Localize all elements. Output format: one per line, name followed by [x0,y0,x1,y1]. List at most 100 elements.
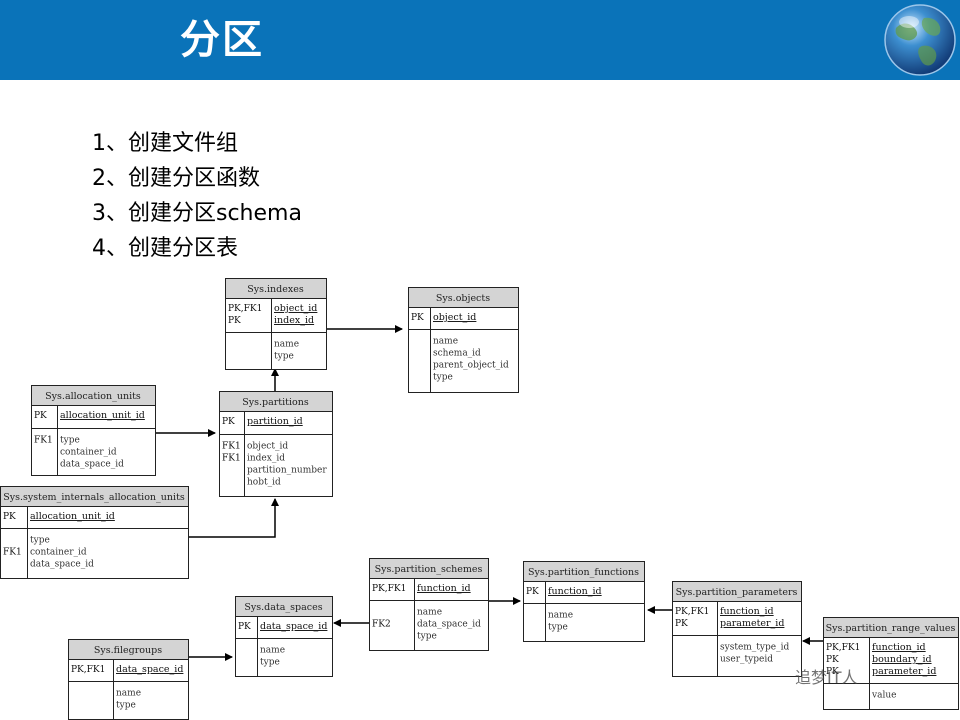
field-column: partition_number [247,466,327,476]
field-column: data_space_id [417,620,481,630]
sys-partition-parameters-table: Sys.partition_parametersPK,FK1PKfunction… [672,581,802,677]
tables-layer: Sys.indexesPK,FK1PKobject_idindex_idname… [0,278,959,720]
table-title-bar [823,617,959,638]
page-title: 分区 [180,17,264,63]
field-column: type [30,536,50,546]
key-label: PK [675,619,688,629]
fk-label: FK2 [372,620,391,630]
key-column: function_id [720,606,774,617]
key-column: function_id [872,642,926,653]
table-title: Sys.partition_parameters [676,587,798,598]
field-column: name [274,340,299,350]
table-title: Sys.partitions [242,397,309,408]
step-item: 1、创建文件组 [92,131,238,156]
watermark: 追梦IT人 [795,668,858,687]
field-column: data_space_id [30,560,94,570]
key-label: PK,FK1 [372,584,406,594]
table-title-bar [523,561,645,582]
field-column: name [548,611,573,621]
field-column: container_id [30,548,87,558]
table-title: Sys.system_internals_allocation_units [3,492,185,503]
field-column: type [417,632,437,642]
table-title-bar [672,581,802,602]
field-column: name [260,646,285,656]
table-title: Sys.partition_functions [528,567,639,578]
table-title: Sys.partition_range_values [826,623,956,634]
key-column: allocation_unit_id [60,410,145,421]
field-column: system_type_id [720,643,789,653]
field-column: data_space_id [60,460,124,470]
field-column: hobt_id [247,478,281,488]
table-title: Sys.data_spaces [244,602,322,613]
key-label: PK [826,667,839,677]
key-label: PK [228,316,241,326]
table-title: Sys.allocation_units [45,391,141,402]
fk-label: FK1 [3,548,22,558]
rel-internals-partitions [188,498,279,538]
key-column: data_space_id [260,621,327,632]
table-title: Sys.filegroups [94,645,162,656]
field-column: type [260,658,280,668]
field-column: name [417,608,442,618]
field-column: type [433,373,453,383]
field-column: schema_id [433,349,481,359]
field-column: type [60,436,80,446]
key-label: PK,FK1 [228,304,262,314]
key-column: boundary_id [872,654,932,665]
step-item: 3、创建分区schema [92,201,302,226]
key-label: PK [411,313,424,323]
fk-label: FK1 [222,442,241,452]
field-column: name [433,337,458,347]
globe-icon [884,4,956,76]
table-title-bar [68,639,189,660]
header-bar: 分区 [0,0,960,80]
key-column: object_id [274,303,317,314]
step-item: 4、创建分区表 [92,236,238,261]
step-item: 2、创建分区函数 [92,166,260,191]
key-label: PK [238,622,251,632]
field-column: value [871,691,896,701]
key-column: allocation_unit_id [30,511,115,522]
steps-list: 1、创建文件组 2、创建分区函数 3、创建分区schema 4、创建分区表 [92,126,302,266]
field-column: type [548,623,568,633]
field-column: name [116,689,141,699]
field-column: parent_object_id [433,361,509,371]
fk-label: FK1 [222,454,241,464]
table-title-bar [0,486,189,507]
key-column: parameter_id [872,666,936,677]
key-label: PK [526,587,539,597]
field-column: container_id [60,448,117,458]
field-column: type [274,352,294,362]
table-title-bar [219,391,333,412]
table-title: Sys.partition_schemes [375,564,483,575]
table-title-bar [225,278,327,299]
key-label: PK [34,411,47,421]
fk-label: FK1 [34,436,53,446]
field-column: object_id [247,442,288,452]
table-title-bar [369,558,489,579]
key-label: PK,FK1 [71,665,105,675]
key-column: partition_id [247,416,303,427]
table-title: Sys.indexes [247,284,304,295]
table-title: Sys.objects [436,293,490,304]
table-title-bar [408,287,519,308]
key-label: PK,FK1 [826,643,860,653]
table-title-bar [235,596,333,617]
key-column: data_space_id [116,664,183,675]
key-label: PK [3,512,16,522]
key-column: index_id [274,315,314,326]
table-title-bar [31,385,156,406]
key-column: object_id [433,312,476,323]
key-label: PK [826,655,839,665]
key-column: function_id [417,583,471,594]
